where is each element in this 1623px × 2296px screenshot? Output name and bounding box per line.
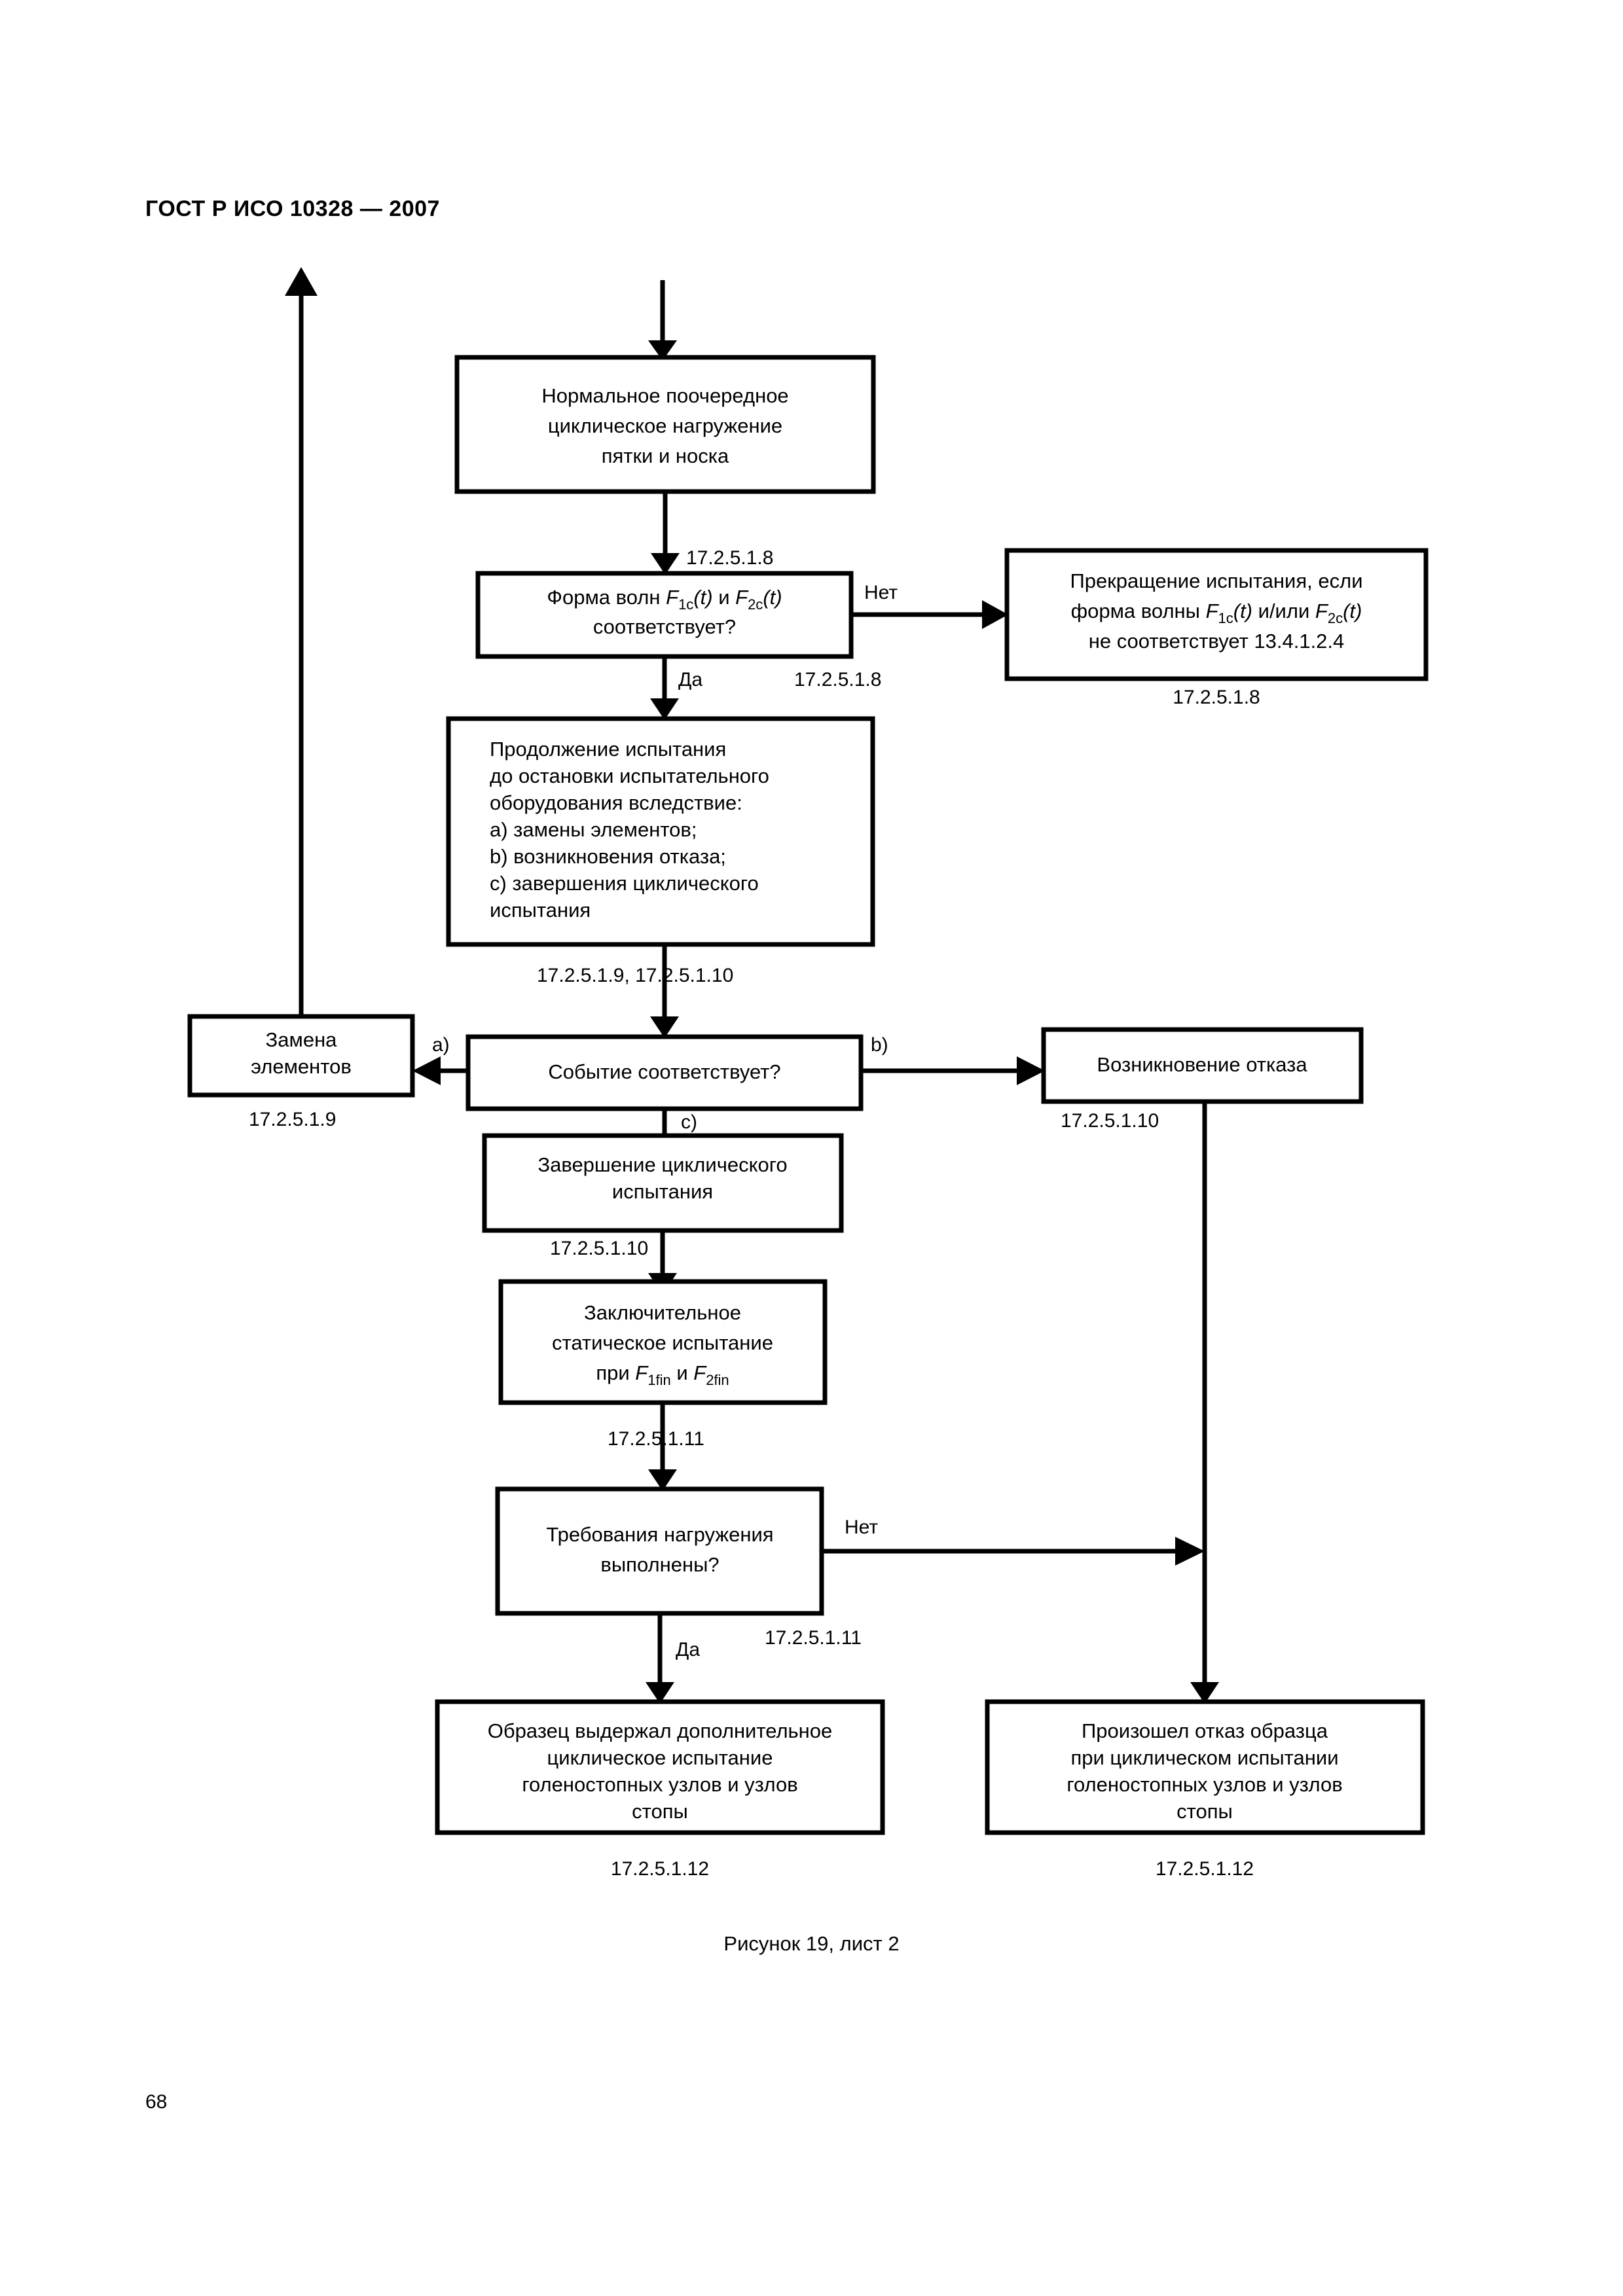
edge-entry-top bbox=[648, 280, 677, 361]
node-final-static-test-line-3: при F1fin и F2fin bbox=[596, 1361, 729, 1388]
node-test-termination-line-2: форма волны F1c(t) и/или F2c(t) bbox=[1071, 600, 1362, 626]
edge-final-test-to-requirements bbox=[648, 1403, 677, 1491]
node-event-decision-line-1: Событие соответствует? bbox=[548, 1060, 780, 1083]
node-test-termination-line-3: не соответствует 13.4.1.2.4 bbox=[1089, 630, 1345, 653]
document-header: ГОСТ Р ИСО 10328 — 2007 bbox=[145, 196, 440, 221]
node-sample-passed-line-3: голеностопных узлов и узлов bbox=[522, 1773, 797, 1796]
node-sample-passed-line-4: стопы bbox=[632, 1800, 688, 1823]
edge-label-branch-c: c) bbox=[681, 1111, 697, 1133]
node-cycle-completion-line-2: испытания bbox=[612, 1180, 713, 1203]
edge-waveform-no bbox=[851, 600, 1008, 629]
edge-event-branch-a bbox=[412, 1056, 468, 1085]
node-test-continuation-line-1: Продолжение испытания bbox=[490, 738, 726, 761]
node-waveform-decision-line-2: соответствует? bbox=[593, 615, 736, 638]
figure-caption: Рисунок 19, лист 2 bbox=[723, 1932, 900, 1955]
node-failure-occurrence-line-1: Возникновение отказа bbox=[1097, 1053, 1307, 1076]
node-element-replacement-line-2: элементов bbox=[251, 1055, 352, 1078]
edge-label-clause-right: 17.2.5.1.8 bbox=[1173, 687, 1260, 708]
node-test-termination-line-1: Прекращение испытания, если bbox=[1070, 569, 1362, 592]
edge-label-yes-loading: Да bbox=[676, 1639, 700, 1660]
edge-label-yes-waveform: Да bbox=[678, 669, 702, 691]
node-cycle-completion bbox=[482, 1133, 844, 1233]
edge-waveform-yes bbox=[650, 656, 679, 720]
node-sample-passed bbox=[435, 1699, 885, 1835]
node-final-static-test-line-1: Заключительное bbox=[584, 1301, 741, 1324]
edge-event-branch-b bbox=[861, 1056, 1045, 1085]
node-sample-failed-line-2: при циклическом испытании bbox=[1070, 1746, 1338, 1769]
edge-label-no-waveform: Нет bbox=[864, 582, 898, 603]
edge-continuation-to-event bbox=[650, 944, 679, 1038]
page-number: 68 bbox=[145, 2091, 168, 2113]
node-test-continuation-line-7: испытания bbox=[490, 899, 591, 922]
node-waveform-decision-line-1: Форма волн F1c(t) и F2c(t) bbox=[547, 586, 782, 613]
node-loading-requirements-decision bbox=[495, 1486, 824, 1616]
edge-label-branch-a: a) bbox=[432, 1034, 450, 1056]
node-test-termination bbox=[1004, 548, 1429, 681]
edge-label-clause-9-10: 17.2.5.1.9, 17.2.5.1.10 bbox=[537, 965, 733, 986]
edge-label-no-loading: Нет bbox=[845, 1516, 878, 1538]
edge-label-branch-b: b) bbox=[871, 1034, 888, 1056]
edge-label-clause-10-right: 17.2.5.1.10 bbox=[1061, 1110, 1159, 1132]
node-element-replacement bbox=[187, 1014, 415, 1098]
edge-label-clause-11-yes: 17.2.5.1.11 bbox=[765, 1627, 862, 1649]
node-test-continuation-line-4: a) замены элементов; bbox=[490, 818, 697, 841]
node-sample-failed-line-3: голеностопных узлов и узлов bbox=[1067, 1773, 1342, 1796]
node-test-continuation-line-6: c) завершения циклического bbox=[490, 872, 759, 895]
edge-label-clause-12-left: 17.2.5.1.12 bbox=[611, 1858, 709, 1880]
node-loading-requirements-line-2: выполнены? bbox=[600, 1553, 719, 1576]
node-sample-failed bbox=[985, 1699, 1425, 1835]
node-sample-failed-line-4: стопы bbox=[1176, 1800, 1233, 1823]
node-sample-passed-line-2: циклическое испытание bbox=[547, 1746, 773, 1769]
node-sample-passed-line-1: Образец выдержал дополнительное bbox=[488, 1719, 833, 1742]
node-element-replacement-line-1: Замена bbox=[266, 1028, 338, 1051]
node-test-continuation bbox=[446, 716, 875, 947]
node-loading-requirements-line-1: Требования нагружения bbox=[546, 1523, 773, 1546]
edge-loading-to-waveform bbox=[651, 492, 680, 575]
node-normal-cyclic-loading-line-1: Нормальное поочередное bbox=[541, 384, 788, 407]
edge-label-clause-9: 17.2.5.1.9 bbox=[249, 1109, 336, 1130]
node-final-static-test-line-2: статическое испытание bbox=[552, 1331, 773, 1354]
edge-feedback-to-top bbox=[285, 267, 318, 1018]
node-sample-failed-line-1: Произошел отказ образца bbox=[1082, 1719, 1328, 1742]
edge-failure-down bbox=[1190, 1102, 1219, 1704]
node-normal-cyclic-loading-line-2: циклическое нагружение bbox=[548, 414, 782, 437]
edge-requirements-no bbox=[822, 1537, 1205, 1566]
node-test-continuation-line-2: до остановки испытательного bbox=[490, 764, 769, 787]
edge-requirements-yes bbox=[646, 1613, 674, 1704]
node-test-continuation-line-3: оборудования вследствие: bbox=[490, 791, 742, 814]
edge-label-clause-12-right: 17.2.5.1.12 bbox=[1156, 1858, 1254, 1880]
edge-label-clause-11-center: 17.2.5.1.11 bbox=[608, 1428, 704, 1450]
node-test-continuation-line-5: b) возникновения отказа; bbox=[490, 845, 726, 868]
edge-label-clause-top: 17.2.5.1.8 bbox=[686, 547, 773, 569]
node-normal-cyclic-loading-line-3: пятки и носка bbox=[602, 444, 729, 467]
edge-label-clause-yes: 17.2.5.1.8 bbox=[794, 669, 881, 691]
edge-label-clause-10-center: 17.2.5.1.10 bbox=[550, 1238, 648, 1259]
node-cycle-completion-line-1: Завершение циклического bbox=[538, 1153, 787, 1176]
